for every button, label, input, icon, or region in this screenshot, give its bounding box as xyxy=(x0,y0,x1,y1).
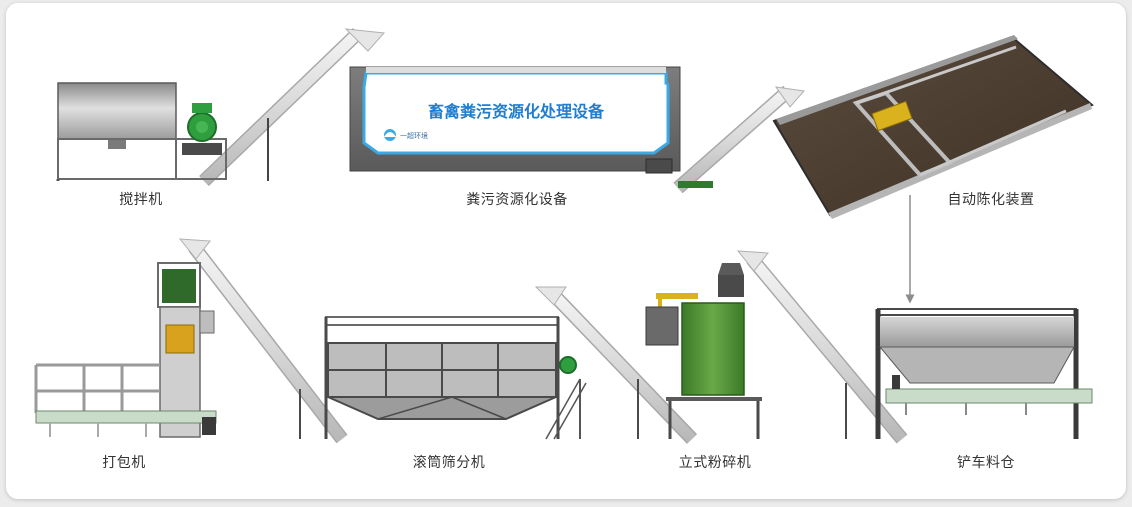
screen-motor-icon xyxy=(559,356,577,374)
loader-bin-machine xyxy=(845,308,1093,439)
label-drum-screen: 滚筒筛分机 xyxy=(412,455,486,471)
conveyor-screen-to-packer xyxy=(178,238,348,444)
flow-diagram-card: 畜禽粪污资源化处理设备 一超环境 xyxy=(6,3,1126,499)
logo-text: 一超环境 xyxy=(400,131,428,140)
label-auto-composting: 自动陈化装置 xyxy=(947,192,1035,208)
conveyor-mixer-to-equipment xyxy=(199,27,386,187)
mixer-machine xyxy=(56,82,227,181)
conveyor-equipment-to-composting xyxy=(673,85,805,194)
packing-machine xyxy=(34,262,217,438)
label-loader-bin: 铲车料仓 xyxy=(957,455,1015,471)
turning-machine-icon xyxy=(871,100,913,132)
manure-equipment: 畜禽粪污资源化处理设备 一超环境 xyxy=(349,66,681,174)
label-packing-machine: 打包机 xyxy=(102,455,146,471)
auto-composting-device xyxy=(772,35,1094,219)
label-mixer: 搅拌机 xyxy=(119,192,163,208)
label-vertical-crusher: 立式粉碎机 xyxy=(678,455,752,471)
brand-logo: 一超环境 xyxy=(384,129,428,141)
label-manure-equipment: 粪污资源化设备 xyxy=(466,192,568,208)
process-flow-diagram: 畜禽粪污资源化处理设备 一超环境 xyxy=(34,27,1094,444)
vertical-crusher-machine xyxy=(637,263,762,439)
banner-title: 畜禽粪污资源化处理设备 xyxy=(428,102,605,121)
drum-screen-machine xyxy=(299,316,587,440)
